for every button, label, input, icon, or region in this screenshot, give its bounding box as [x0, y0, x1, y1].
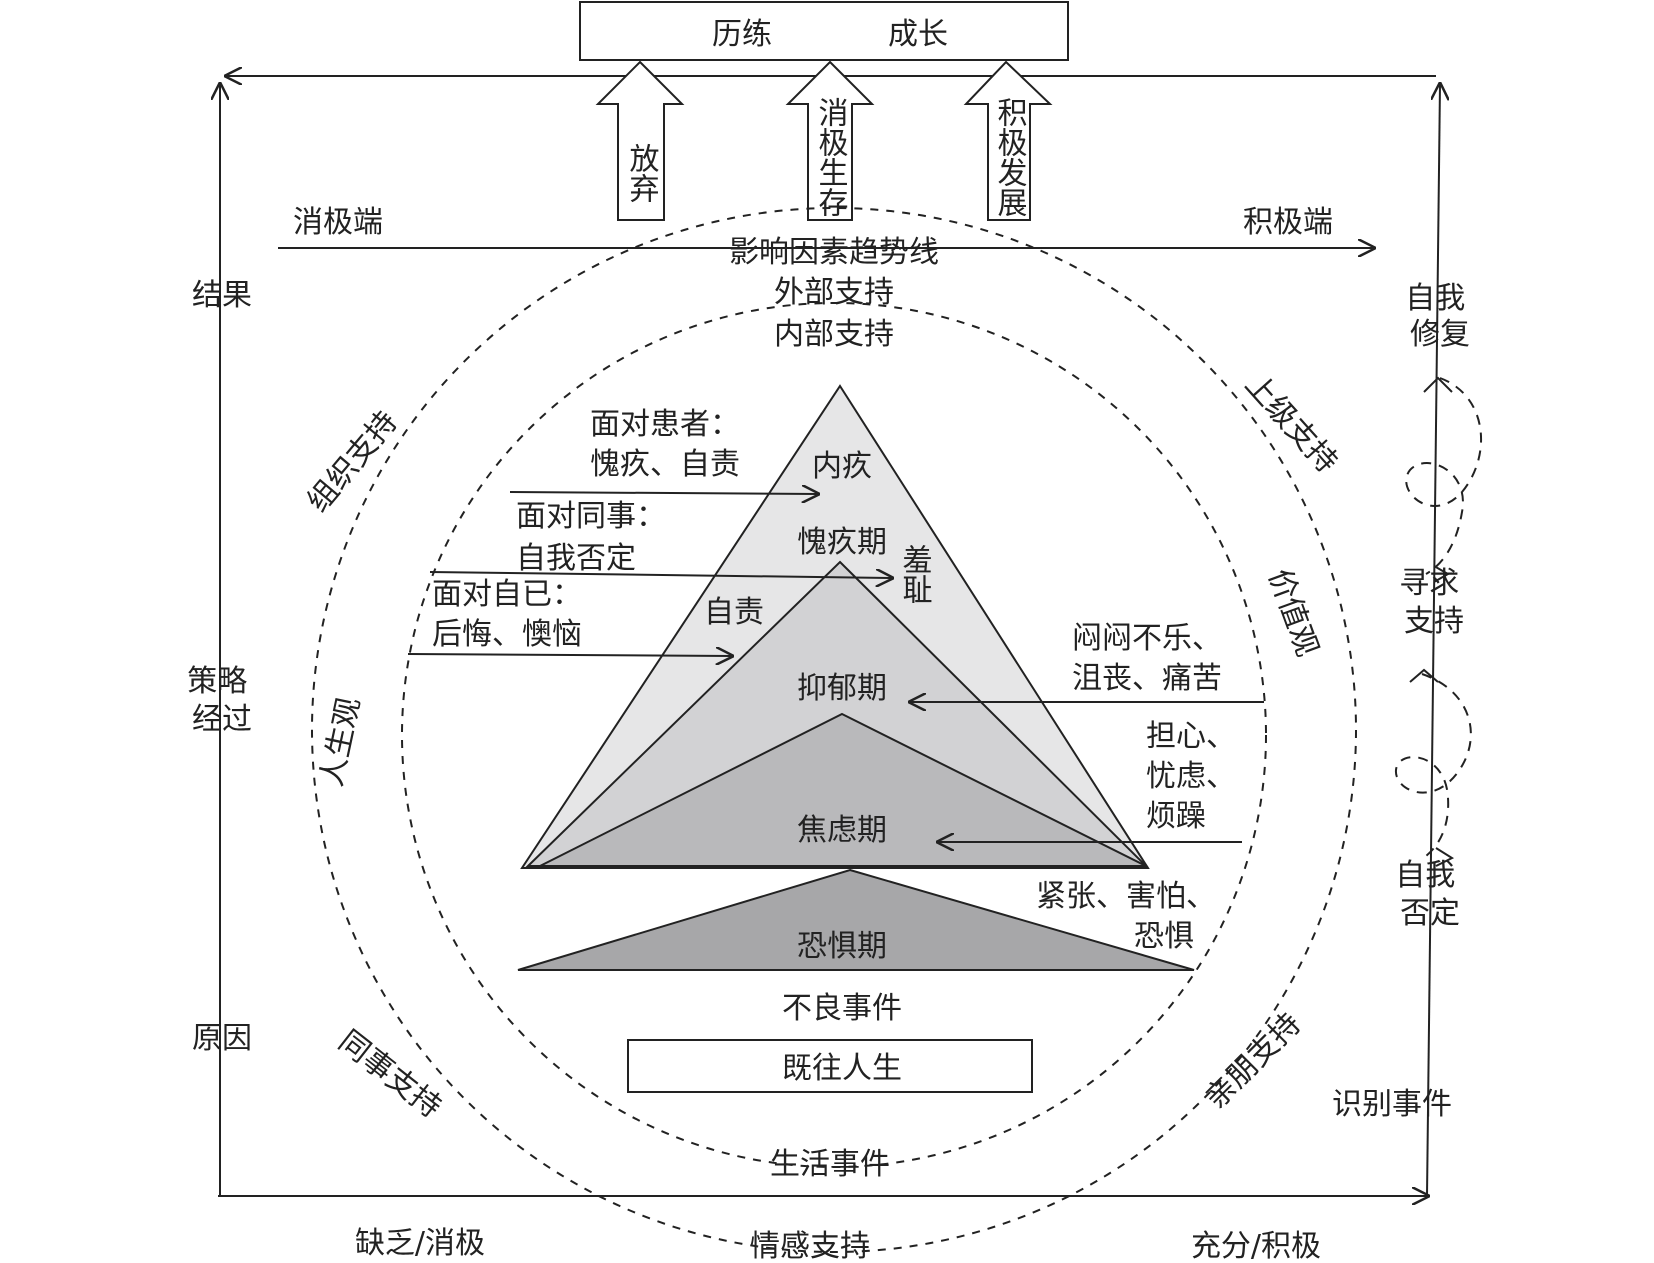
axis-label-emotional-support: 情感支持	[750, 1229, 870, 1263]
self-annotation-line2: 后悔、懊恼	[432, 617, 582, 652]
self-arrow	[407, 654, 732, 656]
stage-guilt-label: 愧疚期	[797, 525, 887, 560]
self-repair-label-line1: 自我 修复	[1405, 281, 1475, 352]
values-label: 价值观	[1261, 564, 1325, 661]
stage-fear-label: 恐惧期	[797, 929, 887, 964]
colleagues-annotation-line1: 面对同事：	[516, 499, 666, 534]
depression-annotation-line2: 沮丧、痛苦	[1072, 661, 1222, 696]
internal-support-label: 内部支持	[774, 317, 894, 352]
shame-label: 羞耻	[897, 544, 933, 604]
identify-event-label: 识别事件	[1332, 1087, 1452, 1122]
negative-end-label: 消极端	[293, 205, 383, 240]
fear-annotation-line2: 恐惧	[1134, 919, 1194, 954]
axis-label-sufficient: 充分/积极	[1191, 1229, 1321, 1263]
stage-depression-label: 抑郁期	[797, 671, 887, 706]
outcome-label-positive-development: 积极发展	[992, 97, 1028, 217]
outcome-arrow-positive-development	[963, 60, 1053, 221]
right-axis-arrow	[1426, 84, 1440, 1197]
trend-line-label: 影响因素趋势线	[729, 235, 939, 270]
growth-box-right-label: 成长	[888, 17, 948, 52]
anxiety-stage-triangle	[539, 712, 1147, 867]
family-support-label: 亲朋支持	[1198, 1006, 1308, 1116]
self-deny-swirl	[1394, 673, 1472, 857]
positive-end-label: 积极端	[1243, 205, 1333, 240]
outcome-label-negative-survival: 消极生存	[813, 97, 849, 217]
patients-annotation-line2: 愧疚、自责	[590, 447, 740, 482]
superior-support-label: 上级支持	[1238, 367, 1344, 480]
self-repair-arrowhead	[1423, 376, 1453, 393]
apex-guilt-label: 内疚	[812, 449, 872, 484]
colleague-support-label: 同事支持	[332, 1024, 448, 1125]
external-support-label: 外部支持	[774, 275, 894, 310]
self-deny-arrowhead	[1435, 847, 1455, 867]
colleagues-arrow	[429, 572, 892, 578]
adverse-event-label: 不良事件	[782, 991, 902, 1026]
growth-box	[579, 1, 1069, 61]
axis-label-cause: 原因	[192, 1021, 252, 1056]
patients-arrow	[509, 492, 818, 494]
depression-annotation-line1: 闷闷不乐、	[1072, 621, 1222, 656]
anxiety-annotation-line2: 忧虑、	[1146, 759, 1236, 794]
past-life-label: 既往人生	[782, 1051, 902, 1086]
growth-box-left-label: 历练	[712, 17, 772, 52]
internal-support-circle	[401, 302, 1267, 1168]
self-deny-text: 自我	[1395, 858, 1455, 893]
life-events-label: 生活事件	[770, 1147, 890, 1182]
seek-support-label: 寻求 支持	[1399, 566, 1469, 639]
patients-annotation-line1: 面对患者：	[590, 407, 740, 442]
anxiety-annotation-line3: 烦躁	[1146, 799, 1206, 834]
seek-support-text-line2: 支持	[1404, 604, 1464, 639]
self-deny-text-line2: 否定	[1400, 896, 1460, 931]
outcome-arrow-negative-survival	[785, 60, 875, 221]
axis-label-strategy: 策略 经过	[187, 664, 257, 737]
axis-label-strategy-text-line2: 经过	[192, 702, 252, 737]
fear-stage-triangle	[517, 868, 1195, 971]
self-repair-swirl	[1405, 377, 1482, 575]
axis-label-strategy-text: 策略	[187, 664, 247, 699]
self-blame-label: 自责	[704, 595, 764, 630]
axis-label-result: 结果	[192, 278, 252, 313]
seek-support-up-arrowhead	[1409, 668, 1439, 683]
self-repair-text: 自我	[1405, 281, 1465, 316]
outcome-label-give-up: 放弃	[624, 143, 660, 203]
fear-annotation-line1: 紧张、害怕、	[1036, 879, 1216, 914]
life-view-label: 人生观	[314, 694, 367, 789]
self-repair-text-line2: 修复	[1410, 317, 1470, 352]
external-support-circle	[311, 207, 1357, 1253]
outcome-arrow-give-up	[595, 60, 685, 221]
seek-support-text: 寻求	[1399, 566, 1459, 601]
self-annotation-line1: 面对自已：	[432, 577, 582, 612]
self-deny-label: 自我 否定	[1395, 858, 1465, 931]
seek-support-arrowhead	[1433, 565, 1451, 583]
organization-support-label: 组织支持	[301, 405, 405, 519]
past-life-box	[627, 1039, 1033, 1093]
axis-label-lacking: 缺乏/消极	[355, 1226, 485, 1261]
anxiety-annotation-line1: 担心、	[1146, 719, 1236, 754]
colleagues-annotation-line2: 自我否定	[516, 541, 636, 576]
stage-anxiety-label: 焦虑期	[797, 813, 887, 848]
